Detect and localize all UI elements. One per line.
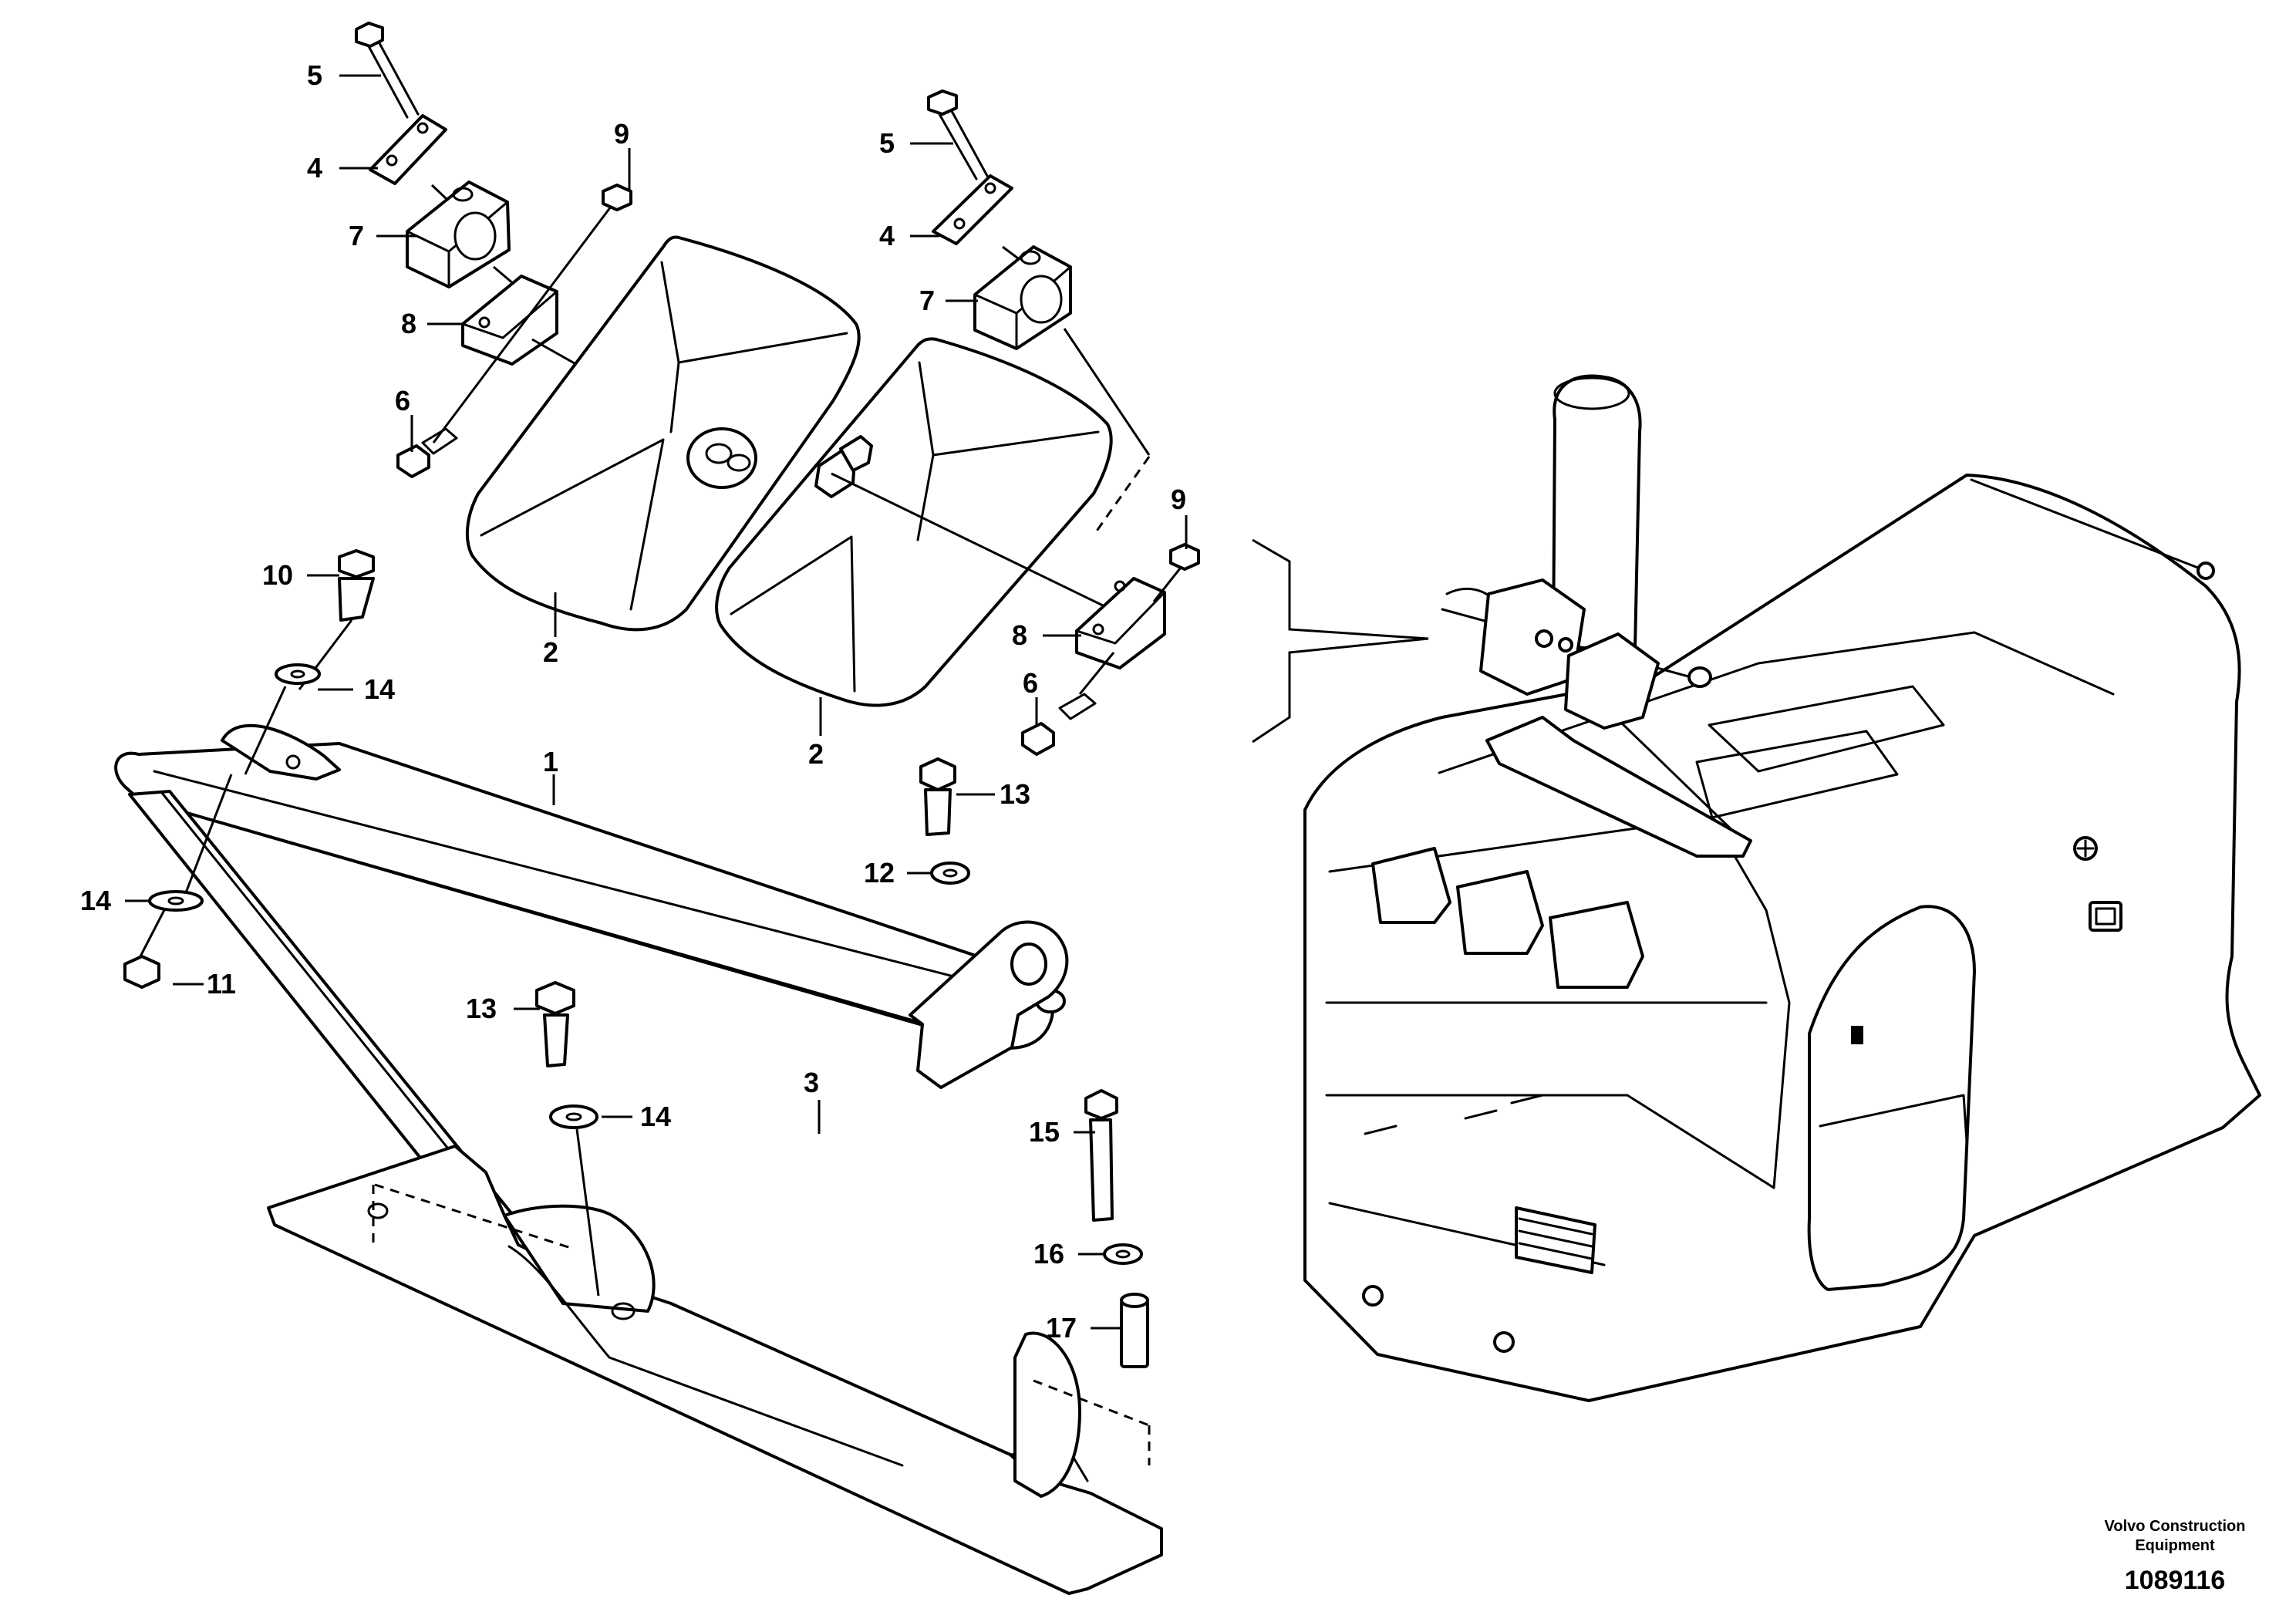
mesh-pattern — [1518, 1217, 1593, 1260]
nut-9-right — [1169, 543, 1200, 571]
callout-8-right: 8 — [1012, 619, 1027, 651]
callout-6-right: 6 — [1023, 667, 1038, 699]
brand-line-1: Volvo Construction — [2105, 1518, 2246, 1535]
callout-6-left: 6 — [395, 385, 410, 416]
plate-4-left — [369, 114, 447, 185]
callout-leaders — [125, 74, 1188, 1330]
bracket-8-left — [461, 275, 558, 366]
bolt-5-right — [927, 89, 989, 180]
callout-3: 3 — [804, 1067, 819, 1098]
nut-9-left — [602, 184, 632, 211]
drawing-number: 1089116 — [2125, 1566, 2226, 1595]
washer-14-c — [549, 1104, 598, 1129]
callout-7-left: 7 — [349, 220, 364, 251]
brand-line-2: Equipment — [2135, 1537, 2215, 1554]
callout-1: 1 — [543, 746, 558, 777]
callout-2-right: 2 — [808, 738, 824, 770]
callout-14-b: 14 — [80, 885, 111, 916]
callout-9-left: 9 — [614, 118, 629, 150]
callout-10: 10 — [262, 559, 293, 591]
callout-9-right: 9 — [1171, 484, 1186, 515]
callout-15: 15 — [1029, 1116, 1060, 1148]
callout-4-left: 4 — [307, 152, 322, 184]
clamp-block-7-left — [406, 180, 511, 288]
callout-13-middle: 13 — [466, 993, 497, 1024]
nut-11 — [123, 955, 160, 989]
bolt-13-middle — [535, 981, 575, 1067]
mirror-2-left — [465, 235, 861, 632]
machine-overview — [1303, 374, 2261, 1402]
callout-5-left: 5 — [307, 59, 322, 91]
washer-14-a — [275, 663, 321, 685]
bracket-8-right — [1075, 577, 1166, 669]
callout-7-right: 7 — [919, 285, 935, 316]
clamp-block-7-right — [973, 245, 1072, 350]
callout-12: 12 — [864, 857, 895, 889]
callout-4-right: 4 — [879, 220, 895, 251]
bolt-5-left — [355, 22, 420, 119]
support-3 — [267, 1145, 1163, 1595]
callout-11: 11 — [207, 968, 236, 1000]
callout-5-right: 5 — [879, 127, 895, 159]
detail-reference-brace — [1252, 538, 1429, 744]
callout-14-c: 14 — [640, 1101, 671, 1132]
callout-16: 16 — [1033, 1238, 1064, 1270]
bolt-10 — [338, 549, 375, 622]
callout-14-a: 14 — [364, 673, 395, 705]
plate-4-right — [932, 174, 1013, 245]
washer-16 — [1103, 1243, 1143, 1265]
bolt-15 — [1084, 1089, 1118, 1222]
callout-2-left: 2 — [543, 636, 558, 668]
mirror-2-right — [715, 337, 1113, 707]
callout-17: 17 — [1046, 1312, 1077, 1344]
spacer-17 — [1120, 1293, 1149, 1368]
callout-8-left: 8 — [401, 308, 416, 339]
bolt-13-right — [919, 757, 956, 836]
washer-14-b — [148, 890, 204, 912]
bolt-6-right — [1021, 693, 1097, 756]
frame-1 — [114, 723, 1104, 1562]
washer-12 — [930, 862, 970, 885]
callout-13-right: 13 — [1000, 778, 1030, 810]
bolt-6-left — [396, 427, 458, 478]
